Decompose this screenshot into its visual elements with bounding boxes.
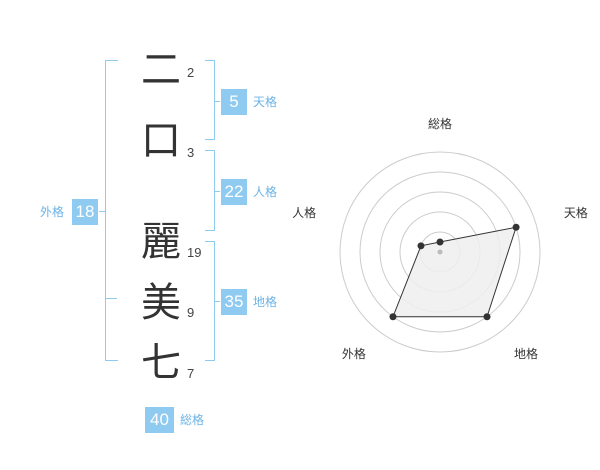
tenkaku-label: 天格 [253,95,278,109]
radar-axis-label-5: 人格 [292,205,316,220]
radar-point-3 [483,313,491,321]
radar-grid-ring [359,171,521,333]
chikaku-label: 地格 [253,295,278,309]
stroke-count-5: 7 [187,366,195,381]
radar-point-5 [417,242,425,250]
name-char-1: 二 [141,47,181,93]
jinkaku-bracket [205,150,215,231]
soukaku-label: 総格 [180,413,205,427]
radar-axis-label-4: 外格 [342,346,366,361]
chikaku-tick [214,301,220,302]
gaikaku-tick [99,211,105,212]
name-char-4: 美 [141,280,181,326]
radar-grid-ring [339,151,541,353]
gaikaku-inner-tick [105,298,117,299]
soukaku-value: 40 [145,407,174,433]
radar-point-4 [389,313,397,321]
gaikaku-bracket [105,60,118,361]
stroke-count-3: 19 [187,245,202,260]
radar-point-2 [512,223,520,231]
gaikaku-label: 外格 [40,205,65,219]
name-char-5: 七 [141,340,181,386]
radar-axis-label-3: 地格 [514,346,538,361]
jinkaku-label: 人格 [253,185,278,199]
tenkaku-tick [214,101,220,102]
name-char-2: 口 [141,118,181,164]
jinkaku-tick [214,191,220,192]
stroke-count-1: 2 [187,65,195,80]
radar-point-1 [436,238,444,246]
gaikaku-value: 18 [72,199,98,225]
name-char-3: 麗 [141,219,181,265]
radar-axis-label-2: 天格 [564,205,588,220]
radar-axis-label-1: 総格 [428,116,452,131]
jinkaku-value: 22 [221,179,247,205]
tenkaku-value: 5 [221,89,247,115]
radar-data-area [392,226,517,318]
stroke-count-4: 9 [187,305,195,320]
tenkaku-bracket [205,60,215,140]
radar-center-dot [437,249,443,255]
stroke-count-2: 3 [187,145,195,160]
chikaku-value: 35 [221,289,247,315]
